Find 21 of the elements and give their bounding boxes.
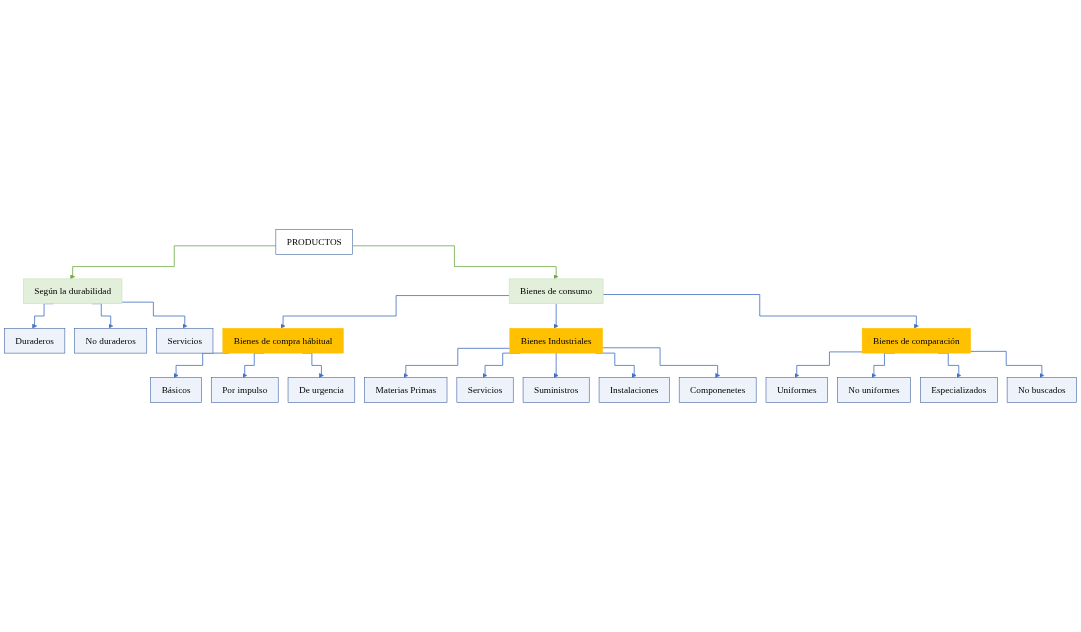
node-box: No buscados: [1006, 377, 1077, 403]
node-box: Uniformes: [765, 377, 828, 403]
node-box: De urgencia: [287, 377, 356, 403]
node-box: Servicios: [156, 328, 214, 354]
node-box: Componenetes: [678, 377, 757, 403]
node-box: Bienes de compra hábitual: [222, 328, 344, 354]
node-box: PRODUCTOS: [275, 229, 353, 255]
node-box: Duraderos: [4, 328, 66, 354]
node-box: Suministros: [522, 377, 590, 403]
node-box: Instalaciones: [598, 377, 670, 403]
node-box: Por impulso: [210, 377, 279, 403]
node-box: No duraderos: [74, 328, 148, 354]
node-box: Materias Primas: [364, 377, 448, 403]
node-box: No uniformes: [837, 377, 911, 403]
node-box: Servicios: [456, 377, 514, 403]
node-box: Bienes de comparación: [861, 328, 971, 354]
node-box: Bienes de consumo: [508, 278, 604, 304]
node-box: Básicos: [150, 377, 202, 403]
node-box: Especializados: [920, 377, 998, 403]
node-box: Bienes Industriales: [509, 328, 603, 354]
node-box: Según la durabilidad: [23, 278, 123, 304]
